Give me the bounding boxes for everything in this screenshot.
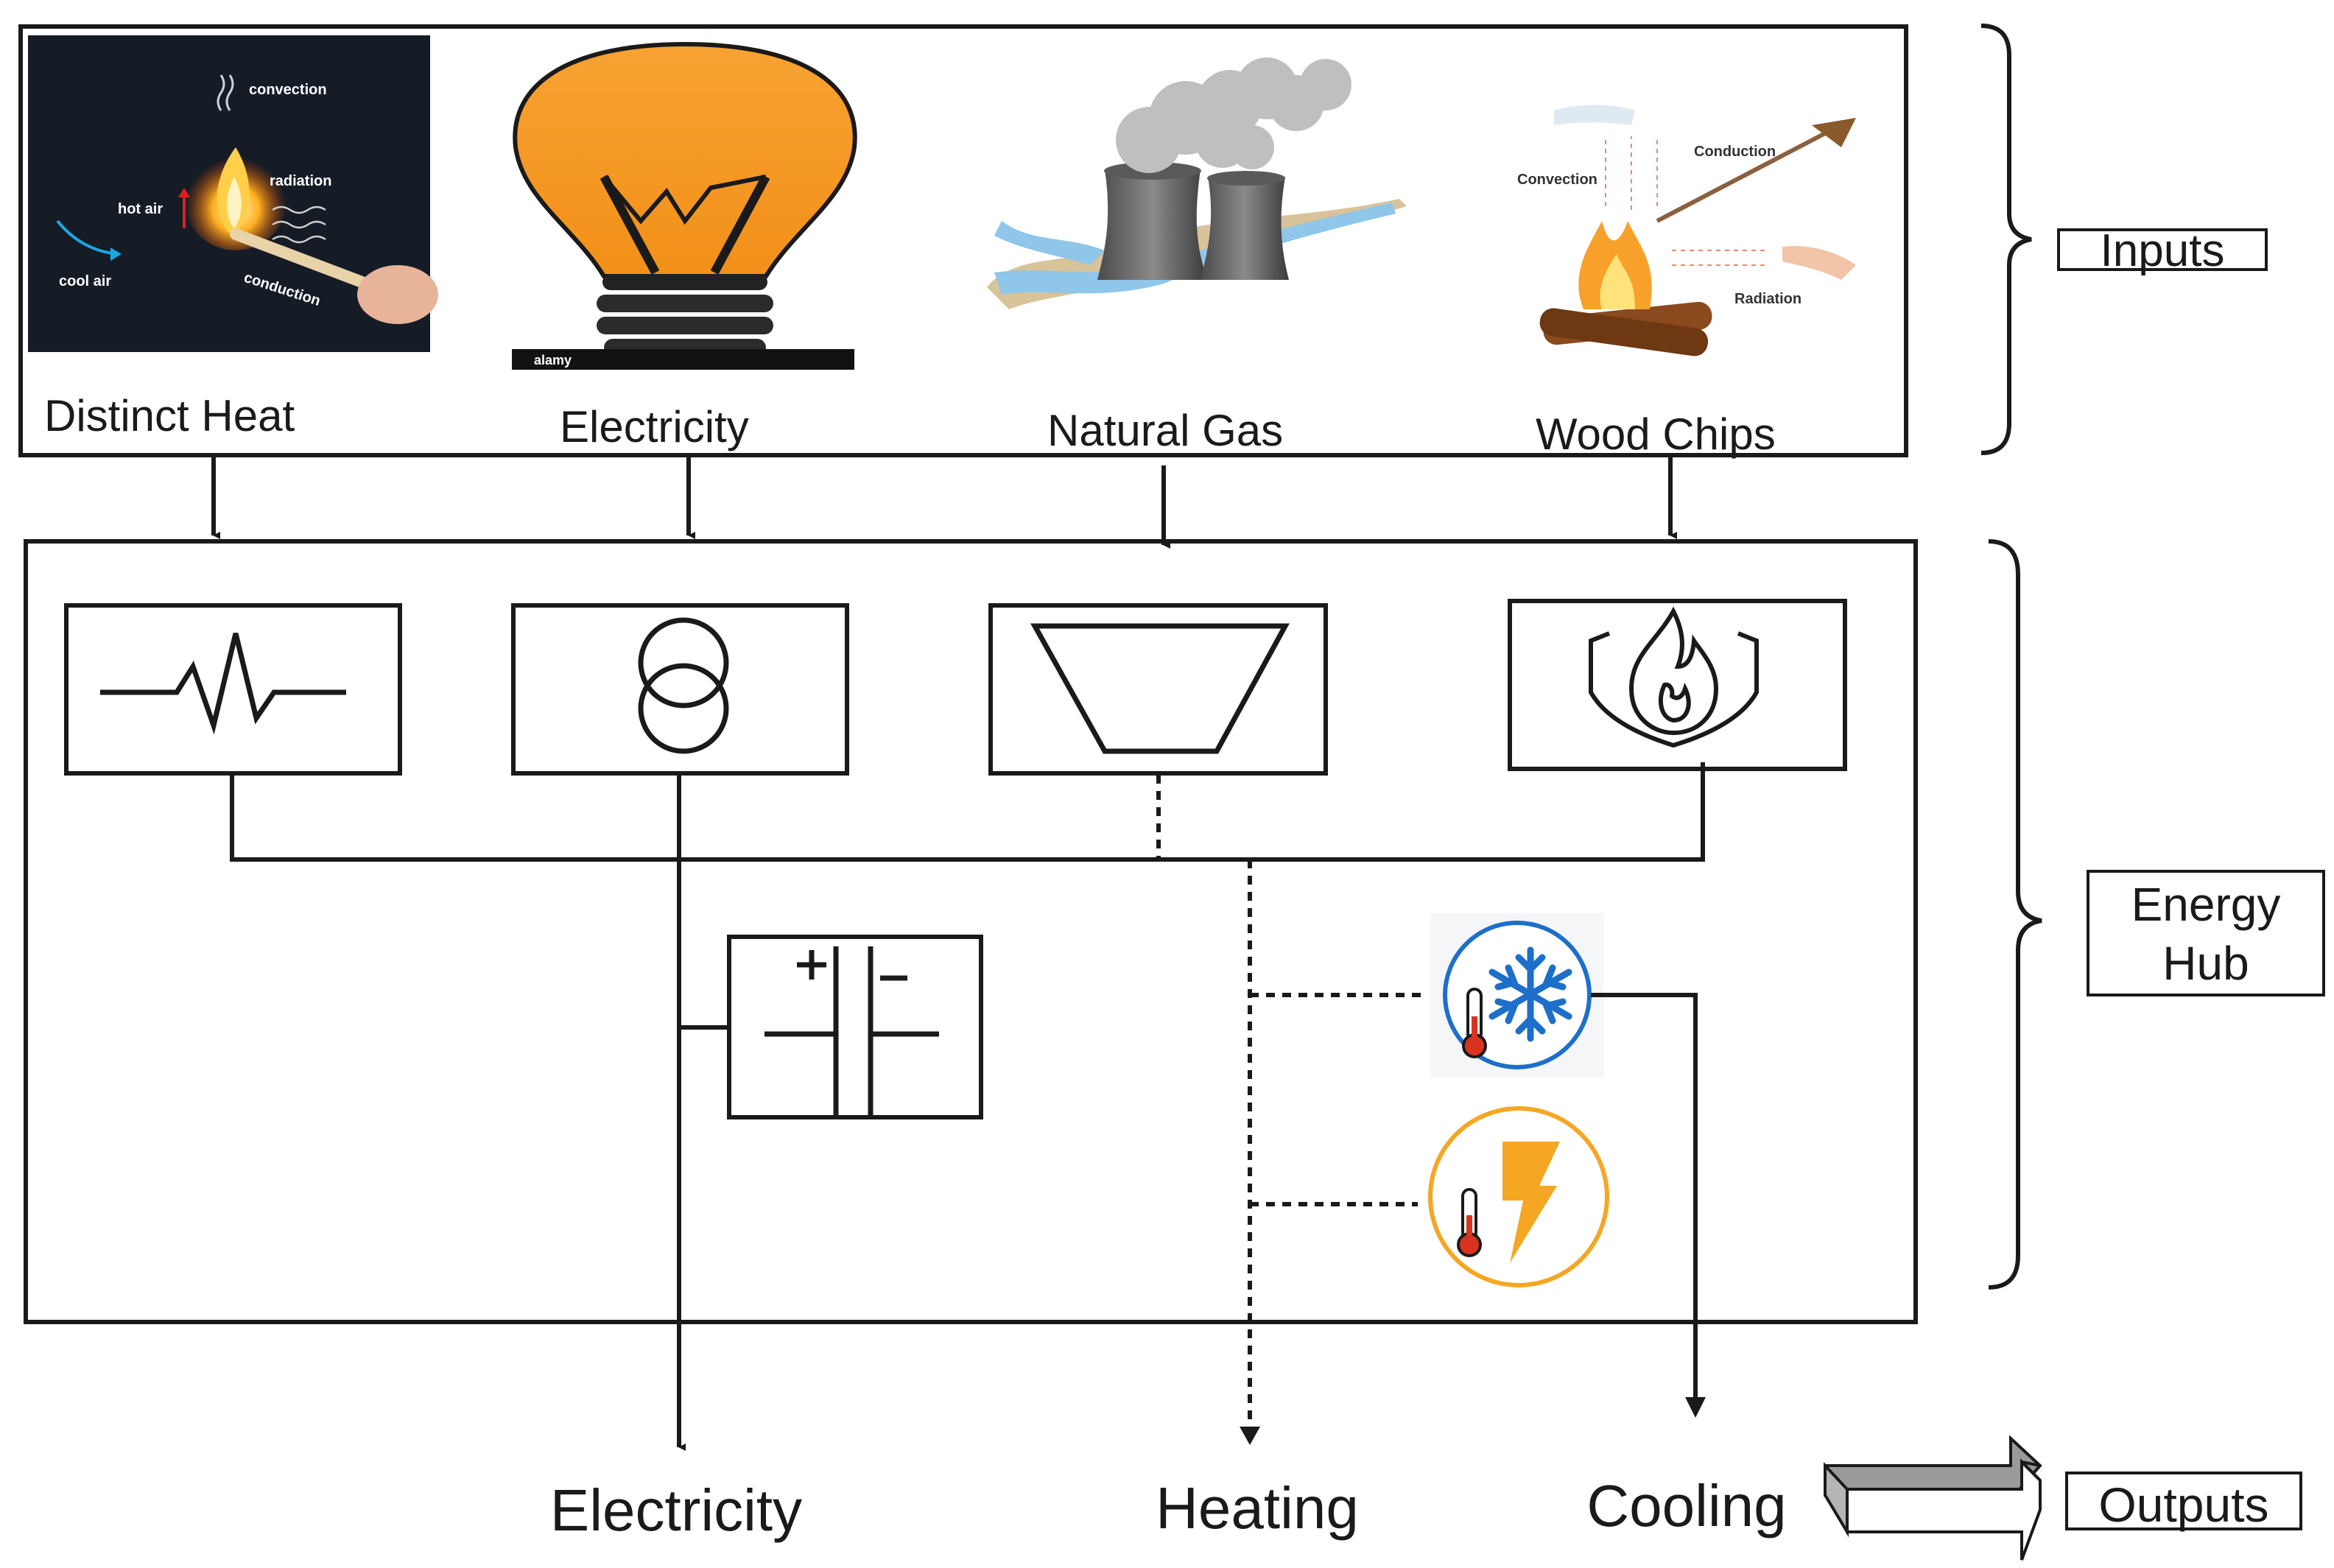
outputs-3d-arrow-icon (1824, 1435, 2042, 1561)
cooling-output-line (1591, 993, 1698, 1403)
heat-exchanger-block (64, 603, 402, 776)
energy-hub-tag-line2: Hub (2162, 937, 2249, 990)
inputs-brace (1980, 24, 2032, 455)
wood-radiation-label: Radiation (1734, 291, 1802, 307)
flame-shield-icon (1589, 606, 1759, 748)
wood-chips-fire-photo: Convection Conduction Radiation (1517, 105, 1856, 356)
heat-exchanger-icon (100, 633, 346, 735)
input-label-distinct-heat: Distinct Heat (44, 391, 295, 440)
energy-hub-brace (1988, 539, 2042, 1290)
outputs-tag: Outputs (2098, 1477, 2268, 1532)
outputs-tag-box (2065, 1472, 2302, 1530)
distinct-heat-photo: convection radiation hot air cool air co… (28, 35, 438, 352)
energy-hub-tag-box (2087, 870, 2325, 996)
heat-hot-air-label: hot air (118, 201, 163, 217)
boiler-block (1508, 599, 1847, 771)
output-label-electricity: Electricity (550, 1477, 802, 1543)
inputs-tag: Inputs (2101, 225, 2225, 276)
bulb-watermark: alamy (534, 353, 572, 368)
wood-convection-label: Convection (1517, 172, 1597, 188)
battery-block (727, 935, 983, 1119)
transformer-icon (638, 617, 729, 754)
snowflake-thermometer-icon (1430, 913, 1603, 1077)
gas-turbine-icon (1030, 623, 1290, 754)
output-label-cooling: Cooling (1586, 1473, 1786, 1539)
heat-bus-line (230, 762, 1705, 862)
wood-conduction-label: Conduction (1694, 144, 1776, 160)
natural-gas-towers-photo (987, 57, 1407, 309)
heat-radiation-label: radiation (270, 173, 331, 189)
transformer-block (511, 603, 849, 776)
energy-hub-tag-line1: Energy (2131, 878, 2281, 931)
energy-hub-box (24, 539, 1918, 1324)
input-label-wood-chips: Wood Chips (1536, 409, 1776, 459)
inputs-tag-box (2057, 228, 2268, 271)
cooling-arrowhead (1685, 1397, 1706, 1418)
electricity-bulb-photo: alamy (512, 41, 857, 370)
input-label-electricity: Electricity (560, 402, 749, 451)
inputs-box (18, 24, 1908, 457)
output-label-heating: Heating (1156, 1475, 1359, 1541)
input-label-natural-gas: Natural Gas (1047, 406, 1283, 455)
battery-symbol-icon (764, 946, 939, 1116)
lightning-thermometer-icon (1428, 1106, 1609, 1287)
heating-arrowhead (1240, 1427, 1260, 1445)
heat-cool-air-label: cool air (59, 273, 111, 289)
heat-convection-label: convection (249, 82, 327, 98)
gas-turbine-block (988, 603, 1328, 776)
